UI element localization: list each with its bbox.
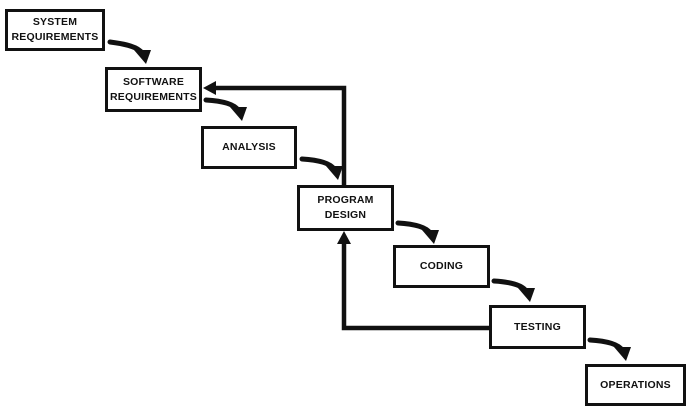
stage-operations: OPERATIONS — [585, 364, 686, 406]
arrow-testing-to-operations — [587, 337, 631, 361]
stage-software-requirements: SOFTWARE REQUIREMENTS — [105, 67, 202, 112]
arrow-design-to-coding — [395, 220, 439, 244]
feedback-arrow-design-to-software — [203, 81, 347, 185]
arrow-coding-to-testing — [491, 278, 535, 302]
stage-analysis: ANALYSIS — [201, 126, 297, 169]
arrow-software-to-analysis — [203, 97, 247, 121]
stage-coding: CODING — [393, 245, 490, 288]
stage-testing: TESTING — [489, 305, 586, 349]
stage-system-requirements: SYSTEM REQUIREMENTS — [5, 9, 105, 51]
arrow-system-to-software — [107, 39, 151, 64]
arrow-analysis-to-design — [299, 156, 343, 180]
stage-program-design: PROGRAM DESIGN — [297, 185, 394, 231]
feedback-arrow-testing-to-design — [337, 231, 489, 331]
